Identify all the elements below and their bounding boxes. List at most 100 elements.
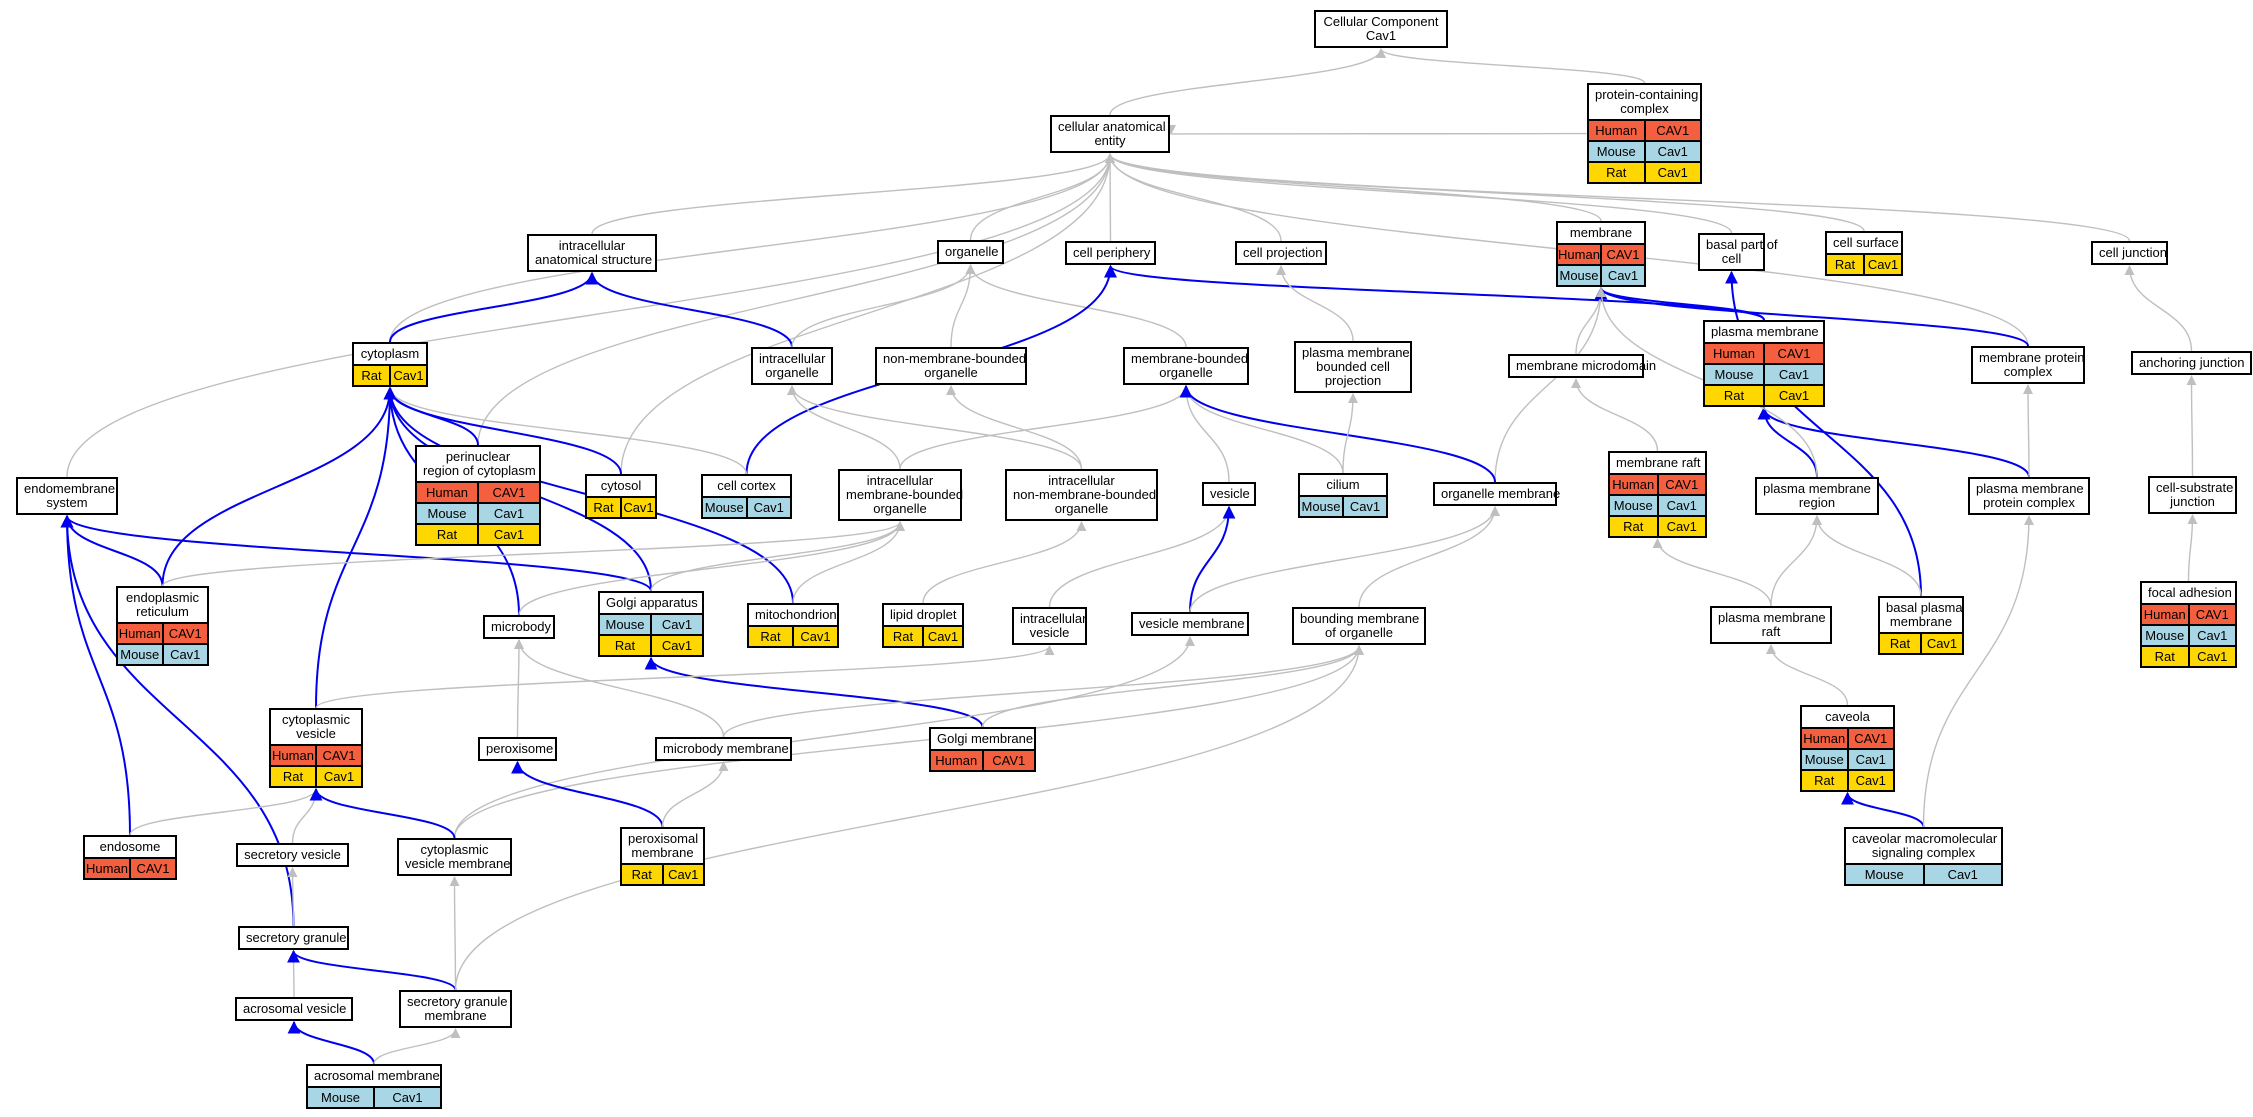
term-node-sv[interactable]: secretory vesicle	[236, 843, 349, 867]
gene-cell: Cav1	[389, 366, 426, 385]
species-cell: Rat	[1723, 388, 1745, 403]
term-label-line: secretory vesicle	[244, 847, 341, 862]
term-node-cper[interactable]: cell periphery	[1065, 241, 1156, 265]
edge-gm-to-golgi	[644, 656, 984, 728]
term-label-line: membrane protein	[1979, 350, 2085, 365]
term-label-line: microbody	[491, 619, 551, 634]
term-node-mmd[interactable]: membrane microdomain	[1508, 354, 1656, 378]
term-label-line: cilium	[1326, 477, 1360, 492]
term-node-vm[interactable]: vesicle membrane	[1131, 612, 1249, 636]
gene-cell: CAV1	[1846, 729, 1894, 748]
edge-bmo-to-orgmem	[1358, 506, 1500, 608]
term-label-line: complex	[2003, 364, 2053, 379]
term-node-ajunc[interactable]: anchoring junction	[2131, 351, 2252, 375]
term-label-line: entity	[1094, 133, 1126, 148]
species-cell: Human	[118, 626, 161, 641]
species-cell: Mouse	[1559, 268, 1599, 283]
term-node-av[interactable]: acrosomal vesicle	[235, 997, 353, 1021]
edge-ves-to-mbo	[1181, 385, 1230, 483]
term-node-sg[interactable]: secretory granule	[238, 926, 349, 950]
term-label: membrane raft	[1610, 453, 1705, 473]
edge-pmbcp-to-cproj	[1276, 265, 1354, 342]
term-node-perox[interactable]: peroxisome	[478, 737, 557, 761]
term-node-cjunc[interactable]: cell junction	[2091, 241, 2168, 265]
term-node-mbm[interactable]: microbody membrane	[655, 737, 792, 761]
term-node-ves[interactable]: vesicle	[1202, 482, 1256, 506]
term-node-orgmem[interactable]: organelle membrane	[1433, 482, 1560, 506]
edge-mpc-to-mem	[1594, 286, 2029, 347]
gene-cell: CAV1	[981, 751, 1035, 770]
edge-iorg-to-org	[791, 264, 976, 348]
species-cell: Mouse	[320, 1090, 361, 1105]
edge-cvm-to-bmo	[453, 645, 1364, 839]
term-label-line: anchoring junction	[2139, 355, 2245, 370]
term-label-line: system	[46, 495, 88, 510]
species-cell: Human	[935, 753, 978, 768]
term-label: cell projection	[1237, 243, 1325, 263]
species-cell: Rat	[760, 629, 781, 644]
edge-orgmem-to-mem	[1494, 287, 1606, 483]
term-label-line: protein complex	[1983, 495, 2075, 510]
edge-cytosol-to-cyto	[383, 386, 622, 475]
term-node-cproj[interactable]: cell projection	[1235, 241, 1327, 265]
term-node-mbody[interactable]: microbody	[483, 615, 555, 639]
term-label-line: cell junction	[2099, 245, 2167, 260]
term-label-line: secretory granule	[407, 994, 508, 1009]
term-node-org[interactable]: organelle	[937, 240, 1004, 264]
